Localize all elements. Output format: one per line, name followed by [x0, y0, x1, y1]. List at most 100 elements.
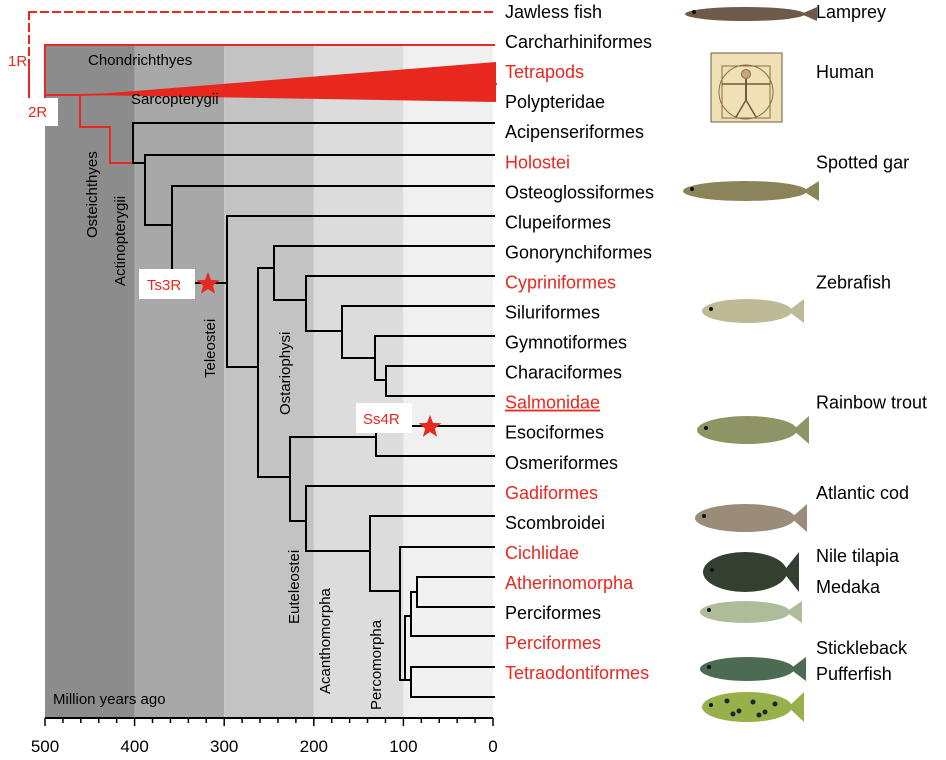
clade-label-percomorpha: Percomorpha: [368, 619, 385, 710]
medaka-body: [700, 601, 790, 623]
pufferfish-spot: [762, 709, 768, 715]
spotted-gar-tail: [803, 181, 819, 201]
event-badge-ts3r: [139, 269, 195, 299]
rainbow-trout-illustration: [697, 416, 809, 444]
common-name-label: Lamprey: [816, 2, 886, 22]
ss4r-star: [418, 415, 442, 437]
zebrafish-eye: [709, 307, 713, 311]
stickleback-tail: [790, 657, 806, 681]
pufferfish-eye: [709, 703, 713, 707]
clade-label-sarcopterygii: Sarcopterygii: [131, 91, 219, 108]
event-label-ss4r: Ss4R: [363, 411, 400, 428]
pufferfish-tail: [788, 692, 804, 722]
axis-tick-label: 400: [120, 737, 148, 756]
clade-label-ostariophysi: Ostariophysi: [277, 332, 294, 415]
clade-label-osteichthyes: Osteichthyes: [84, 151, 101, 238]
tip-label: Osteoglossiformes: [505, 182, 654, 202]
rainbow-trout-body: [697, 416, 797, 444]
lamprey-tail: [801, 7, 817, 21]
common-name-label: Spotted gar: [816, 152, 909, 172]
common-name-label: Medaka: [816, 577, 881, 597]
common-name-label: Stickleback: [816, 638, 908, 658]
tip-label: Cypriniformes: [505, 272, 616, 292]
pufferfish-illustration: [702, 692, 804, 722]
nile-tilapia-illustration: [703, 552, 799, 592]
zebrafish-illustration: [702, 299, 804, 323]
atlantic-cod-illustration: [695, 504, 807, 532]
stickleback-eye: [707, 665, 711, 669]
pufferfish-spot: [736, 708, 742, 714]
clade-label-chondrichthyes: Chondrichthyes: [88, 52, 192, 69]
tip-label: Gadiformes: [505, 483, 598, 503]
axis-label: Million years ago: [53, 691, 166, 708]
common-name-label: Zebrafish: [816, 272, 891, 292]
tip-label: Jawless fish: [505, 2, 602, 22]
human-illustration-head: [741, 69, 751, 79]
common-name-label: Human: [816, 62, 874, 82]
tip-label: Characiformes: [505, 363, 622, 383]
medaka-tail: [786, 601, 802, 623]
tip-label: Perciformes: [505, 603, 601, 623]
zebrafish-body: [702, 299, 792, 323]
tip-labels: Jawless fishCarcharhiniformesTetrapodsPo…: [505, 2, 654, 683]
time-band-3: [313, 45, 404, 718]
common-name-label: Pufferfish: [816, 664, 892, 684]
event-label-ts3r: Ts3R: [147, 277, 181, 294]
tip-label: Atherinomorpha: [505, 573, 634, 593]
atlantic-cod-eye: [702, 514, 706, 518]
tip-label: Clupeiformes: [505, 212, 611, 232]
clade-label-acanthomorpha: Acanthomorpha: [317, 587, 334, 694]
tip-label: Tetraodontiformes: [505, 663, 649, 683]
medaka-eye: [707, 608, 711, 612]
spotted-gar-eye: [690, 187, 694, 191]
rainbow-trout-tail: [793, 416, 809, 444]
tip-label: Siluriformes: [505, 303, 600, 323]
common-name-label: Atlantic cod: [816, 483, 909, 503]
spotted-gar-body: [683, 181, 807, 201]
lamprey-eye: [692, 10, 696, 14]
nile-tilapia-tail: [783, 552, 799, 592]
axis-tick-label: 300: [210, 737, 238, 756]
human-illustration-leg: [735, 99, 747, 118]
tip-label: Gonorynchiformes: [505, 242, 652, 262]
human-illustration-square: [721, 65, 771, 119]
clade-label-actinopterygii: Actinopterygii: [112, 196, 129, 286]
time-band-4: [403, 45, 493, 718]
tetrapod-wedge: [85, 62, 496, 102]
lamprey-illustration: [685, 7, 817, 21]
pufferfish-spot: [724, 698, 730, 704]
time-band-1: [134, 45, 225, 718]
tip-label: Tetrapods: [505, 62, 584, 82]
medaka-illustration: [700, 601, 802, 623]
atlantic-cod-tail: [791, 504, 807, 532]
rainbow-trout-eye: [704, 426, 708, 430]
time-band-2: [224, 45, 314, 718]
clade-label-teleostei: Teleostei: [202, 319, 219, 378]
duplication-events: 1R 2R Ts3R Ss4R: [8, 53, 442, 437]
axis-tick-label: 0: [488, 737, 497, 756]
pufferfish-spot: [756, 712, 762, 718]
axis-tick-label: 100: [389, 737, 417, 756]
common-name-label: Nile tilapia: [816, 546, 900, 566]
time-band-0: [45, 45, 135, 718]
tip-label: Scombroidei: [505, 513, 605, 533]
common-name-label: Rainbow trout: [816, 393, 927, 413]
pufferfish-body: [702, 692, 792, 722]
tip-label: Perciformes: [505, 633, 601, 653]
tip-label: Cichlidae: [505, 543, 579, 563]
human-illustration-leg: [745, 99, 757, 118]
pufferfish-spot: [750, 699, 756, 705]
tip-label: Carcharhiniformes: [505, 32, 652, 52]
phylogenetic-tree: [28, 11, 498, 698]
stickleback-illustration: [700, 657, 806, 681]
spotted-gar-illustration: [683, 181, 819, 201]
atlantic-cod-body: [695, 504, 795, 532]
event-label-1r: 1R: [8, 53, 27, 70]
tip-label: Salmonidae: [505, 393, 600, 413]
tip-label: Gymnotiformes: [505, 333, 627, 353]
tip-label: Esociformes: [505, 423, 604, 443]
human-illustration-circle: [718, 64, 774, 120]
